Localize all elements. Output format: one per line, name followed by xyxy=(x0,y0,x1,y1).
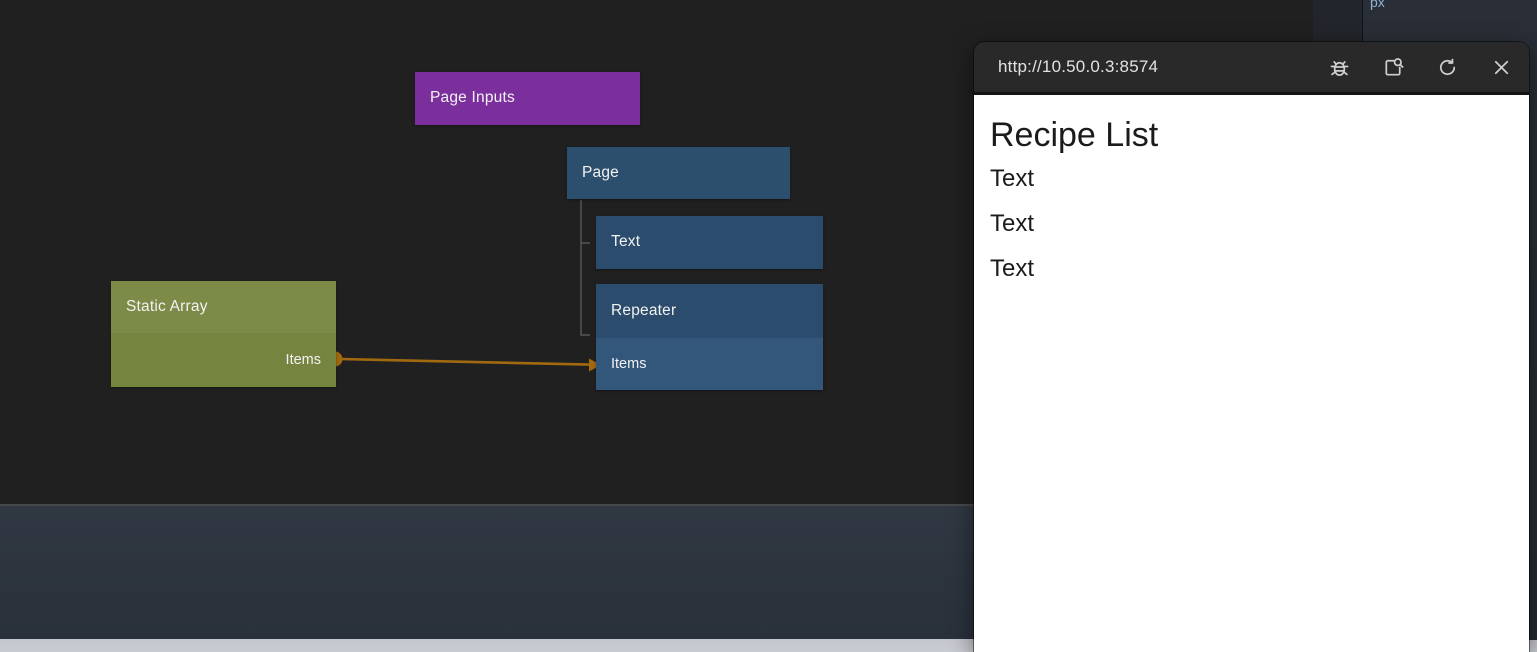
repeater-items-input-port[interactable]: Items xyxy=(596,338,823,390)
node-static-array[interactable]: Static Array Items xyxy=(111,281,336,387)
bug-icon xyxy=(1330,60,1348,76)
close-icon xyxy=(1494,60,1508,74)
node-text[interactable]: Text xyxy=(596,216,823,269)
node-text-label: Text xyxy=(611,233,641,250)
preview-titlebar[interactable]: http://10.50.0.3:8574 xyxy=(974,42,1529,92)
preview-url[interactable]: http://10.50.0.3:8574 xyxy=(998,57,1159,76)
node-page-inputs[interactable]: Page Inputs xyxy=(415,72,640,125)
inspect-window-icon xyxy=(1384,57,1403,76)
node-repeater[interactable]: Repeater Items xyxy=(596,284,823,390)
preview-text-item: Text xyxy=(990,210,1035,237)
preview-text-item: Text xyxy=(990,255,1035,282)
tree-connector-line xyxy=(580,200,590,336)
preview-content: Recipe List Text Text Text xyxy=(974,92,1529,652)
node-static-array-label: Static Array xyxy=(126,298,208,315)
debug-button[interactable] xyxy=(1327,55,1351,79)
preview-window: http://10.50.0.3:8574 xyxy=(974,42,1529,652)
preview-page-title: Recipe List xyxy=(990,116,1159,154)
data-wire[interactable] xyxy=(339,357,590,366)
repeater-items-port-label: Items xyxy=(611,356,647,372)
preview-text-item: Text xyxy=(990,165,1035,192)
unit-px-label: px xyxy=(1370,0,1385,10)
refresh-icon xyxy=(1439,58,1455,75)
node-page[interactable]: Page xyxy=(567,147,790,199)
node-page-inputs-label: Page Inputs xyxy=(430,89,515,106)
open-inspect-button[interactable] xyxy=(1381,55,1405,79)
node-page-label: Page xyxy=(582,164,619,181)
preview-actions xyxy=(1327,55,1513,79)
static-array-items-port-label: Items xyxy=(285,352,321,368)
static-array-items-output-port[interactable]: Items xyxy=(111,333,336,387)
close-preview-button[interactable] xyxy=(1489,55,1513,79)
refresh-button[interactable] xyxy=(1435,55,1459,79)
node-repeater-label: Repeater xyxy=(611,302,677,319)
